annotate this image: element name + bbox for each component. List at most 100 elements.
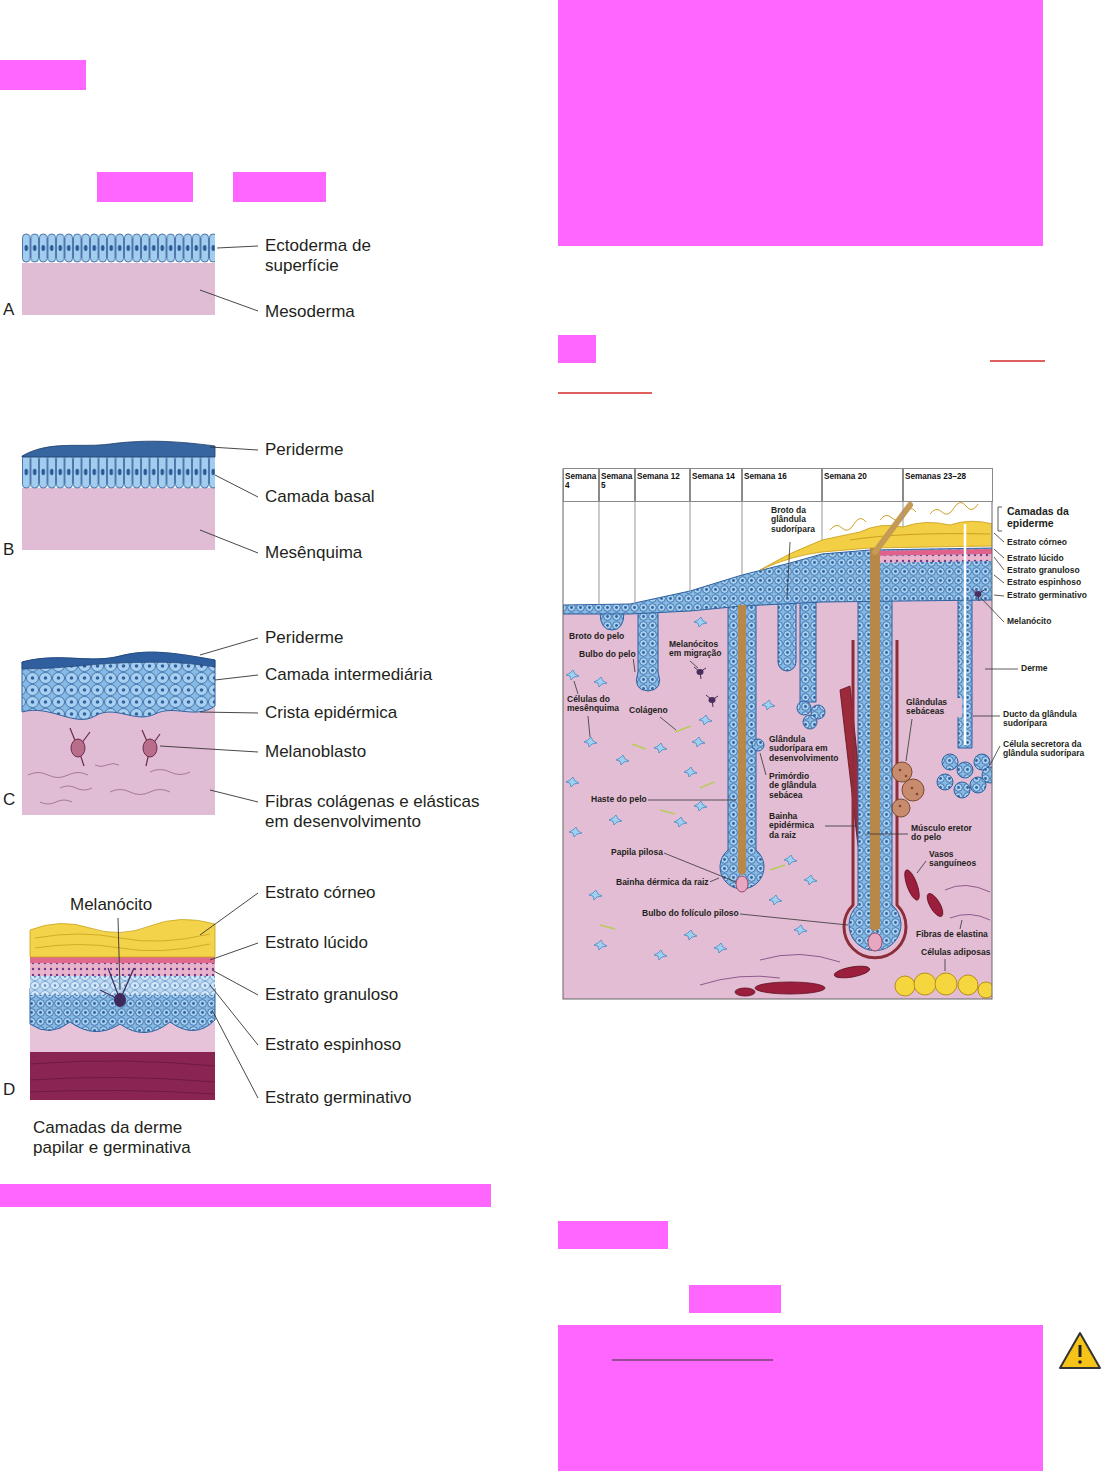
panel-d-tissue bbox=[30, 919, 215, 957]
skin-development-illustration bbox=[924, 891, 946, 919]
underline bbox=[558, 392, 652, 394]
leader-line bbox=[994, 575, 1004, 583]
panel-c-tissue bbox=[22, 652, 215, 719]
panel-b-tissue bbox=[22, 441, 215, 550]
skin-development-illustration bbox=[957, 762, 973, 778]
week-label: Semana 14 bbox=[692, 472, 740, 481]
leader-line bbox=[217, 246, 258, 248]
skin-development-illustration bbox=[635, 502, 636, 604]
skin-development-illustration bbox=[794, 925, 807, 935]
leader-line bbox=[660, 717, 676, 730]
layer-label: Derme bbox=[1020, 664, 1048, 673]
skin-development-illustration bbox=[566, 670, 579, 680]
panel-c-tissue bbox=[60, 786, 92, 790]
cell-label: Melanócitos em migração bbox=[668, 640, 726, 659]
cell-label: Células do mesênquima bbox=[566, 695, 624, 714]
panel-d-tissue bbox=[114, 993, 126, 1007]
skin-development-illustration bbox=[930, 502, 978, 514]
panel-c-tissue bbox=[22, 652, 215, 815]
layer-label: Estrato granuloso bbox=[1006, 566, 1081, 575]
panel-d-tissue bbox=[30, 1077, 215, 1082]
skin-development-illustration bbox=[600, 726, 785, 929]
leader-line bbox=[215, 475, 258, 497]
panel-letter: D bbox=[3, 1080, 15, 1100]
warning-icon bbox=[1079, 1345, 1082, 1357]
skin-development-illustration bbox=[937, 774, 953, 790]
structure-label: Colágeno bbox=[628, 706, 669, 715]
panel-d-tissue bbox=[30, 1050, 215, 1100]
skin-development-illustration bbox=[742, 502, 743, 575]
structure-label: Ducto da glândula sudorípara bbox=[1002, 710, 1099, 729]
skin-development-illustration bbox=[692, 737, 705, 747]
skin-development-illustration bbox=[892, 762, 912, 782]
leader-line bbox=[200, 638, 258, 655]
skin-development-illustration bbox=[899, 805, 902, 808]
structure-label: Bulbo do pelo bbox=[578, 650, 637, 659]
leader-line bbox=[994, 533, 1004, 542]
skin-development-illustration bbox=[674, 817, 687, 827]
panel-d-tissue bbox=[35, 934, 210, 951]
skin-development-illustration bbox=[916, 793, 919, 796]
highlight-box bbox=[689, 1285, 781, 1313]
cell-label: Melanócito bbox=[1006, 617, 1052, 626]
skin-development-illustration bbox=[714, 943, 727, 953]
highlight-box bbox=[558, 0, 1043, 246]
skin-development-illustration bbox=[600, 612, 624, 630]
week-header-cell: Semana 16 bbox=[742, 468, 822, 502]
layer-label: Estrato germinativo bbox=[1006, 591, 1088, 600]
week-header-cell: Semana 5 bbox=[599, 468, 635, 502]
skin-development-illustration bbox=[755, 982, 825, 994]
leader-line bbox=[574, 681, 578, 694]
warning-icon bbox=[1078, 1360, 1082, 1364]
skin-development-illustration bbox=[914, 973, 936, 995]
skin-development-illustration bbox=[752, 739, 764, 751]
skin-development-illustration bbox=[895, 973, 992, 998]
layer-label: Camada intermediária bbox=[265, 665, 432, 685]
highlight-box bbox=[0, 0, 1043, 1471]
week-label: Semana 16 bbox=[744, 472, 820, 481]
leader-line bbox=[690, 661, 698, 668]
leader-line bbox=[118, 246, 258, 1098]
skin-development-illustration bbox=[958, 975, 978, 995]
skin-development-illustration bbox=[599, 502, 903, 605]
panel-c-tissue bbox=[95, 764, 119, 767]
week-header-cell: Semana 20 bbox=[822, 468, 903, 502]
skin-development-illustration bbox=[594, 677, 607, 687]
leader-line bbox=[215, 675, 258, 680]
skin-development-illustration bbox=[902, 779, 924, 801]
skin-development-illustration bbox=[870, 554, 992, 563]
layer-label: Camada basal bbox=[265, 487, 375, 507]
skin-development-illustration bbox=[760, 954, 840, 962]
skin-development-illustration bbox=[738, 605, 746, 875]
panel-d-tissue bbox=[35, 944, 210, 951]
week-header-cell: Semanas 23–28 bbox=[903, 468, 993, 502]
panel-c-tissue bbox=[28, 773, 88, 778]
skin-development-illustration bbox=[803, 715, 817, 729]
underline bbox=[558, 361, 1045, 1360]
panel-d-tissue bbox=[30, 962, 215, 976]
skin-development-illustration bbox=[964, 524, 967, 745]
structure-label: Célula secretora da glândula sudorípara bbox=[1002, 740, 1096, 759]
panel-c-tissue bbox=[143, 739, 157, 757]
leader-line bbox=[118, 918, 120, 990]
skin-development-illustration bbox=[982, 767, 992, 783]
week-header-cell: Semana 14 bbox=[690, 468, 742, 502]
skin-development-illustration bbox=[563, 548, 992, 614]
leader-line bbox=[200, 893, 258, 935]
layer-label: Mesoderma bbox=[265, 302, 355, 322]
panel-letter: C bbox=[3, 790, 15, 810]
skin-development-illustration bbox=[636, 612, 659, 691]
panel-a-tissue bbox=[22, 233, 215, 315]
skin-development-illustration bbox=[937, 754, 992, 798]
structure-label: Bainha dérmica da raiz bbox=[615, 878, 710, 887]
structure-label: Bulbo do folículo piloso bbox=[641, 909, 740, 918]
skin-development-illustration bbox=[599, 502, 600, 605]
leader-line bbox=[210, 985, 258, 1045]
skin-development-illustration bbox=[868, 933, 882, 951]
panel-letter: B bbox=[3, 540, 14, 560]
skin-development-illustration bbox=[804, 875, 817, 885]
skin-development-illustration bbox=[892, 762, 924, 817]
skin-development-illustration bbox=[690, 502, 691, 591]
skin-development-illustration bbox=[892, 799, 910, 817]
